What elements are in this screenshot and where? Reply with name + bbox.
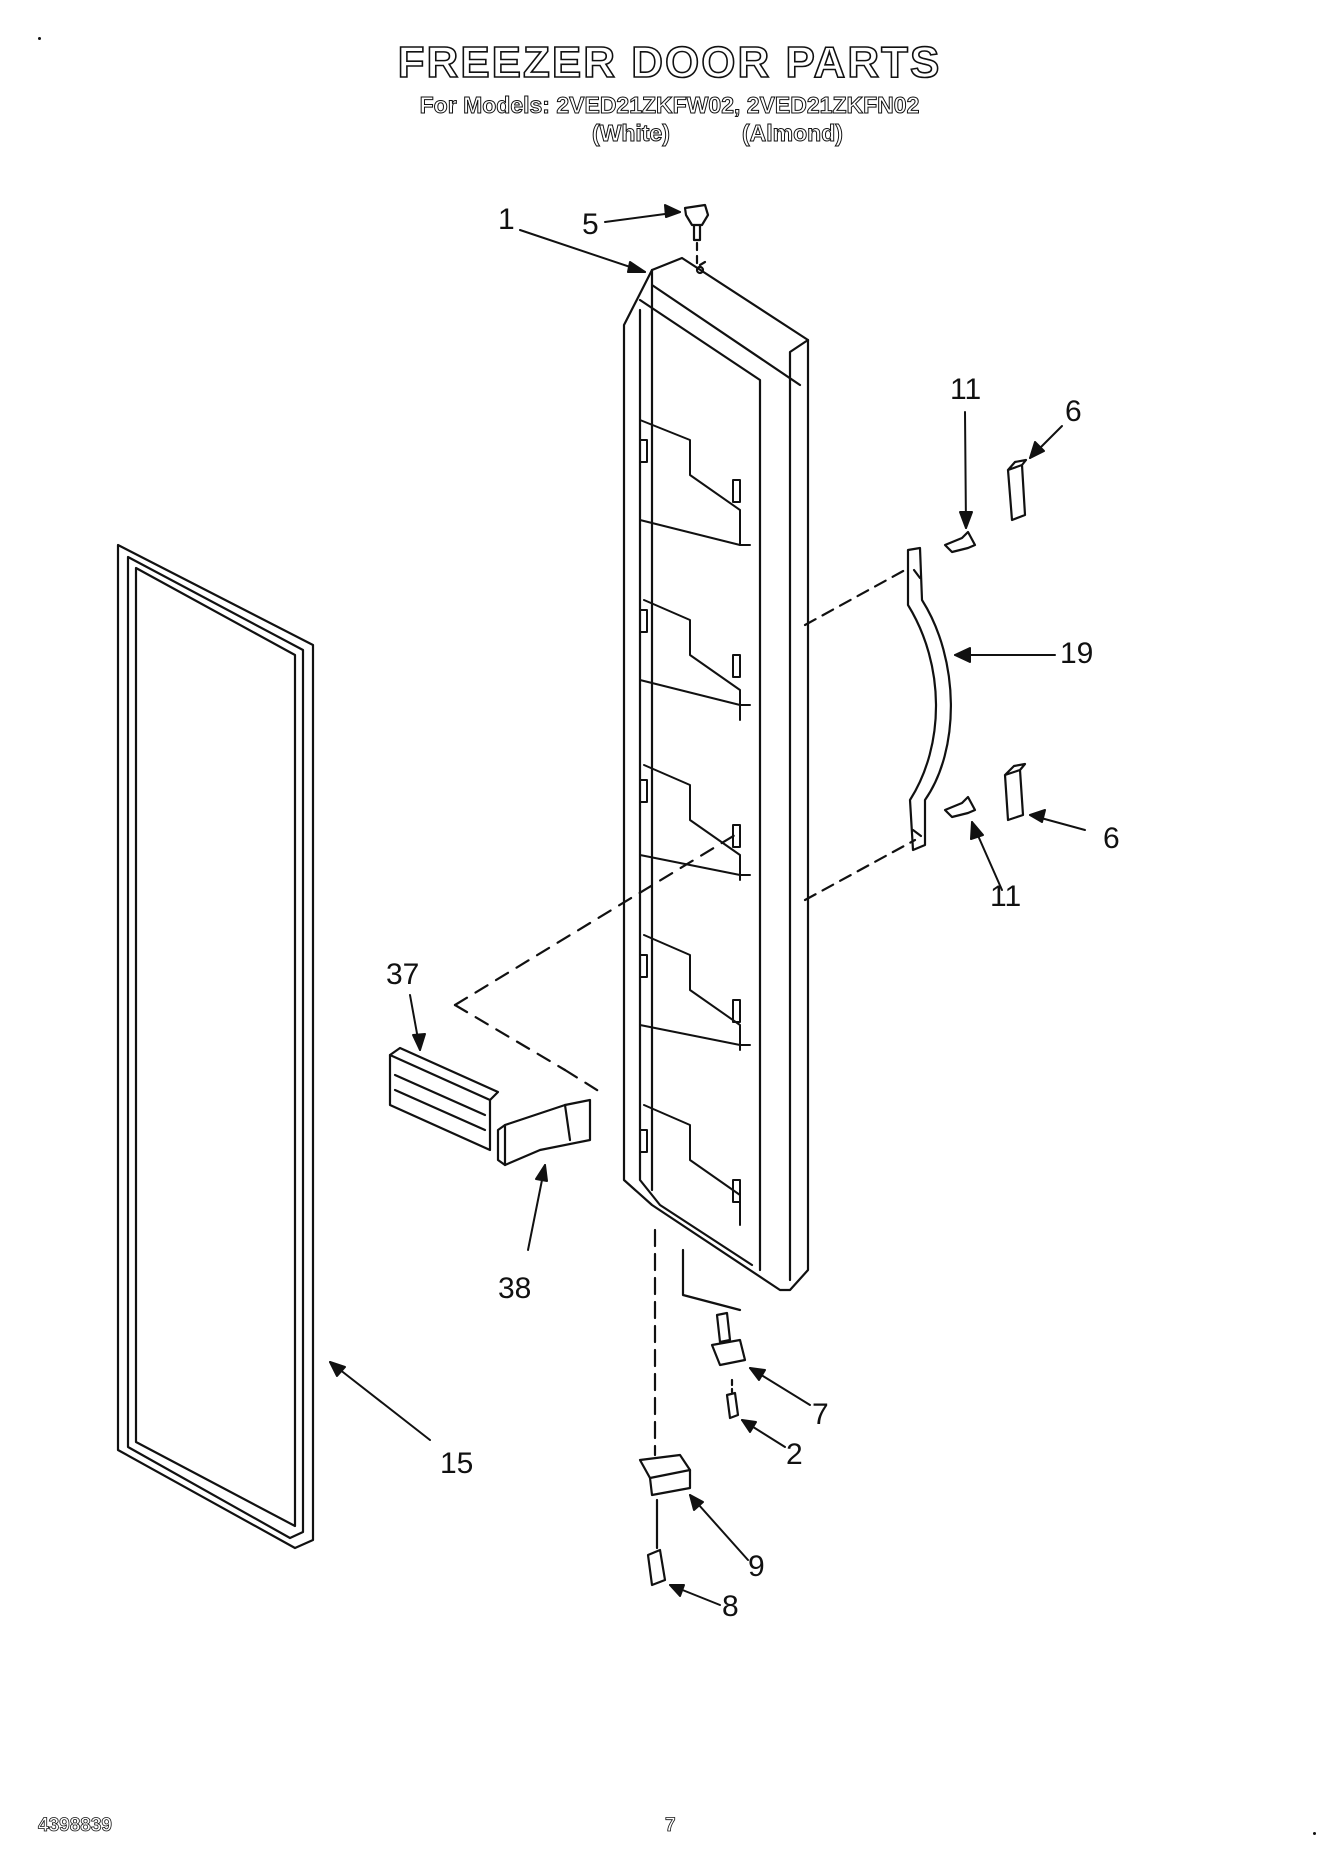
callout-11-top: 11: [950, 373, 982, 406]
callout-7: 7: [812, 1398, 829, 1431]
door-handle: [803, 546, 952, 902]
shelf-bracket: [388, 1046, 500, 1152]
page-number: 7: [665, 1815, 676, 1837]
corner-mark-top-left: [38, 37, 41, 40]
document-number: 4398839: [38, 1815, 113, 1837]
callout-8: 8: [722, 1590, 739, 1623]
lower-bracket-screw: [646, 1498, 667, 1587]
callout-2: 2: [786, 1438, 803, 1471]
shelf-end: [453, 833, 737, 1167]
callout-6-top: 6: [1065, 395, 1082, 428]
callout-37: 37: [386, 958, 420, 991]
callout-19: 19: [1060, 637, 1094, 670]
page-title: FREEZER DOOR PARTS: [397, 37, 942, 88]
variant-almond: (Almond): [742, 120, 844, 147]
hinge-screw: [725, 1378, 740, 1420]
callout-5: 5: [582, 208, 599, 241]
handle-trims: [1003, 458, 1028, 822]
callout-15: 15: [440, 1447, 474, 1480]
leader-arrows: [329, 204, 1086, 1606]
handle-screws: [943, 530, 977, 819]
corner-mark-bottom-right: [1313, 1832, 1316, 1835]
door-gasket: [116, 543, 315, 1550]
variant-white: (White): [592, 120, 671, 147]
door-liner: [622, 256, 810, 1292]
callout-9: 9: [748, 1550, 765, 1583]
door-hinge: [681, 1248, 747, 1367]
models-line: For Models: 2VED21ZKFW02, 2VED21ZKFN02: [419, 92, 920, 119]
callout-1: 1: [498, 203, 515, 236]
door-cap: [683, 203, 710, 270]
callout-6-bottom: 6: [1103, 822, 1120, 855]
lower-hinge-bracket: [638, 1228, 692, 1497]
callout-38: 38: [498, 1272, 532, 1305]
callout-11-bottom: 11: [990, 880, 1022, 913]
